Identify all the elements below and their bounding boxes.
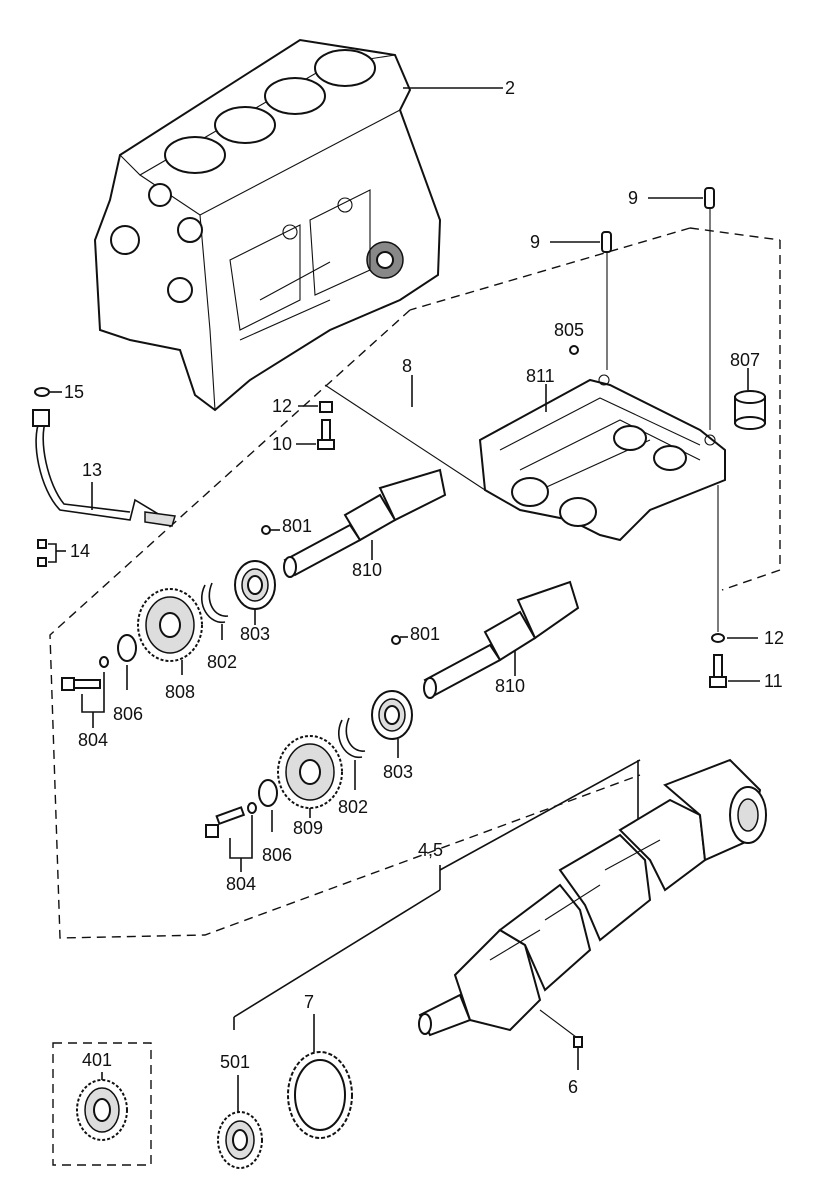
key-801-upper <box>261 525 271 535</box>
label-811: 811 <box>526 366 555 386</box>
bolt-804-lower <box>205 802 257 838</box>
label-807: 807 <box>730 350 760 370</box>
key-801-lower <box>391 635 401 645</box>
label-803-lower: 803 <box>383 762 413 782</box>
label-401: 401 <box>82 1050 112 1070</box>
snap-ring-802-upper <box>200 582 229 623</box>
label-11: 11 <box>764 671 783 691</box>
snap-ring-802-lower <box>337 717 366 758</box>
crankshaft-gear-501 <box>217 1111 263 1169</box>
sensor-ring-7 <box>287 1051 353 1139</box>
label-808: 808 <box>165 682 195 702</box>
bolt-804-upper <box>61 656 109 691</box>
option-box-401 <box>52 1042 152 1166</box>
label-8: 8 <box>402 356 412 376</box>
label-809: 809 <box>293 818 323 838</box>
label-810-upper: 810 <box>352 560 382 580</box>
cylinder-block <box>93 38 442 412</box>
bearing-803-lower <box>371 690 413 740</box>
label-801-lower: 801 <box>410 624 440 644</box>
plug-6 <box>573 1036 583 1048</box>
washer-806-upper <box>117 634 137 662</box>
label-804-upper: 804 <box>78 730 108 750</box>
bolt-10 <box>317 419 335 450</box>
label-12-lower: 12 <box>764 628 784 648</box>
label-7: 7 <box>304 992 314 1012</box>
label-501: 501 <box>220 1052 250 1072</box>
label-9-upper: 9 <box>628 188 638 208</box>
o-ring-15 <box>34 387 50 397</box>
bearing-803-upper <box>234 560 276 610</box>
label-6: 6 <box>568 1077 578 1097</box>
plug-805 <box>569 345 579 355</box>
assembly-group-boundary <box>721 240 781 591</box>
label-14: 14 <box>70 541 90 561</box>
label-806-upper: 806 <box>113 704 143 724</box>
label-805: 805 <box>554 320 584 340</box>
label-4-5: 4,5 <box>418 840 443 860</box>
washer-806-lower <box>258 779 278 807</box>
label-803-upper: 803 <box>240 624 270 644</box>
gear-809 <box>277 735 343 809</box>
bolt-11 <box>709 654 727 688</box>
label-13: 13 <box>82 460 102 480</box>
dipstick-guide-13 <box>32 409 176 527</box>
washer-12-lower <box>711 633 725 643</box>
label-802-lower: 802 <box>338 797 368 817</box>
label-806-lower: 806 <box>262 845 292 865</box>
label-9-lower: 9 <box>530 232 540 252</box>
dowel-pin-lower <box>601 231 612 253</box>
label-802-upper: 802 <box>207 652 237 672</box>
balancer-shaft-810-lower <box>423 580 580 699</box>
nut-12-upper <box>319 401 333 413</box>
label-10: 10 <box>272 434 292 454</box>
label-810-lower: 810 <box>495 676 525 696</box>
gear-808 <box>137 588 203 662</box>
label-2: 2 <box>505 78 515 98</box>
balancer-shaft-810-upper <box>283 468 447 578</box>
label-12-upper: 12 <box>272 396 292 416</box>
gear-401 <box>76 1079 128 1141</box>
clip-14 <box>37 539 47 567</box>
dowel-pin-upper <box>704 187 715 209</box>
label-15: 15 <box>64 382 84 402</box>
bushing-807 <box>734 390 766 430</box>
label-801-upper: 801 <box>282 516 312 536</box>
label-804-lower: 804 <box>226 874 256 894</box>
crankshaft <box>418 758 767 1037</box>
balancer-housing-811 <box>478 374 726 542</box>
